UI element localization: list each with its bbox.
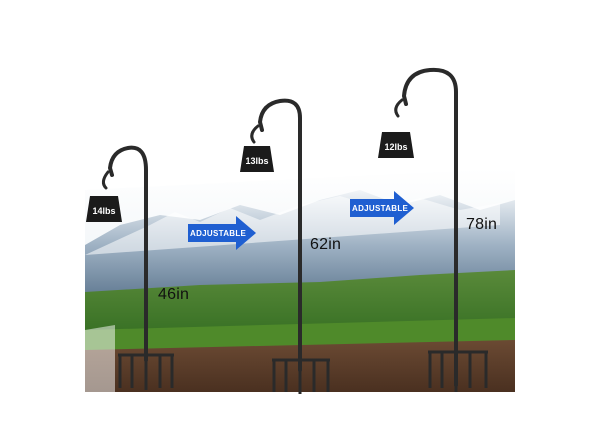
weight-label-3: 12lbs [384,142,408,152]
weight-label-1: 14lbs [92,206,116,216]
stake-base-2 [272,358,330,394]
stake-base-1 [118,353,174,390]
adjustable-arrow-2 [350,191,414,225]
shepherd-hook-1 [101,145,148,362]
weight-label-2: 13lbs [245,156,269,166]
height-label-2: 62in [310,236,342,253]
weight-1 [86,196,122,222]
shepherd-hook-2 [250,98,302,372]
weight-3 [378,132,414,158]
stake-base-3 [428,350,488,392]
weight-2 [240,146,274,172]
height-label-3: 78in [466,216,498,233]
height-label-1: 46in [158,286,190,303]
arrow-label-2: ADJUSTABLE [352,204,409,213]
adjustable-arrow-1 [188,216,256,250]
left-fade [85,325,115,392]
shepherd-hook-3 [394,67,458,387]
arrow-label-1: ADJUSTABLE [190,229,247,238]
